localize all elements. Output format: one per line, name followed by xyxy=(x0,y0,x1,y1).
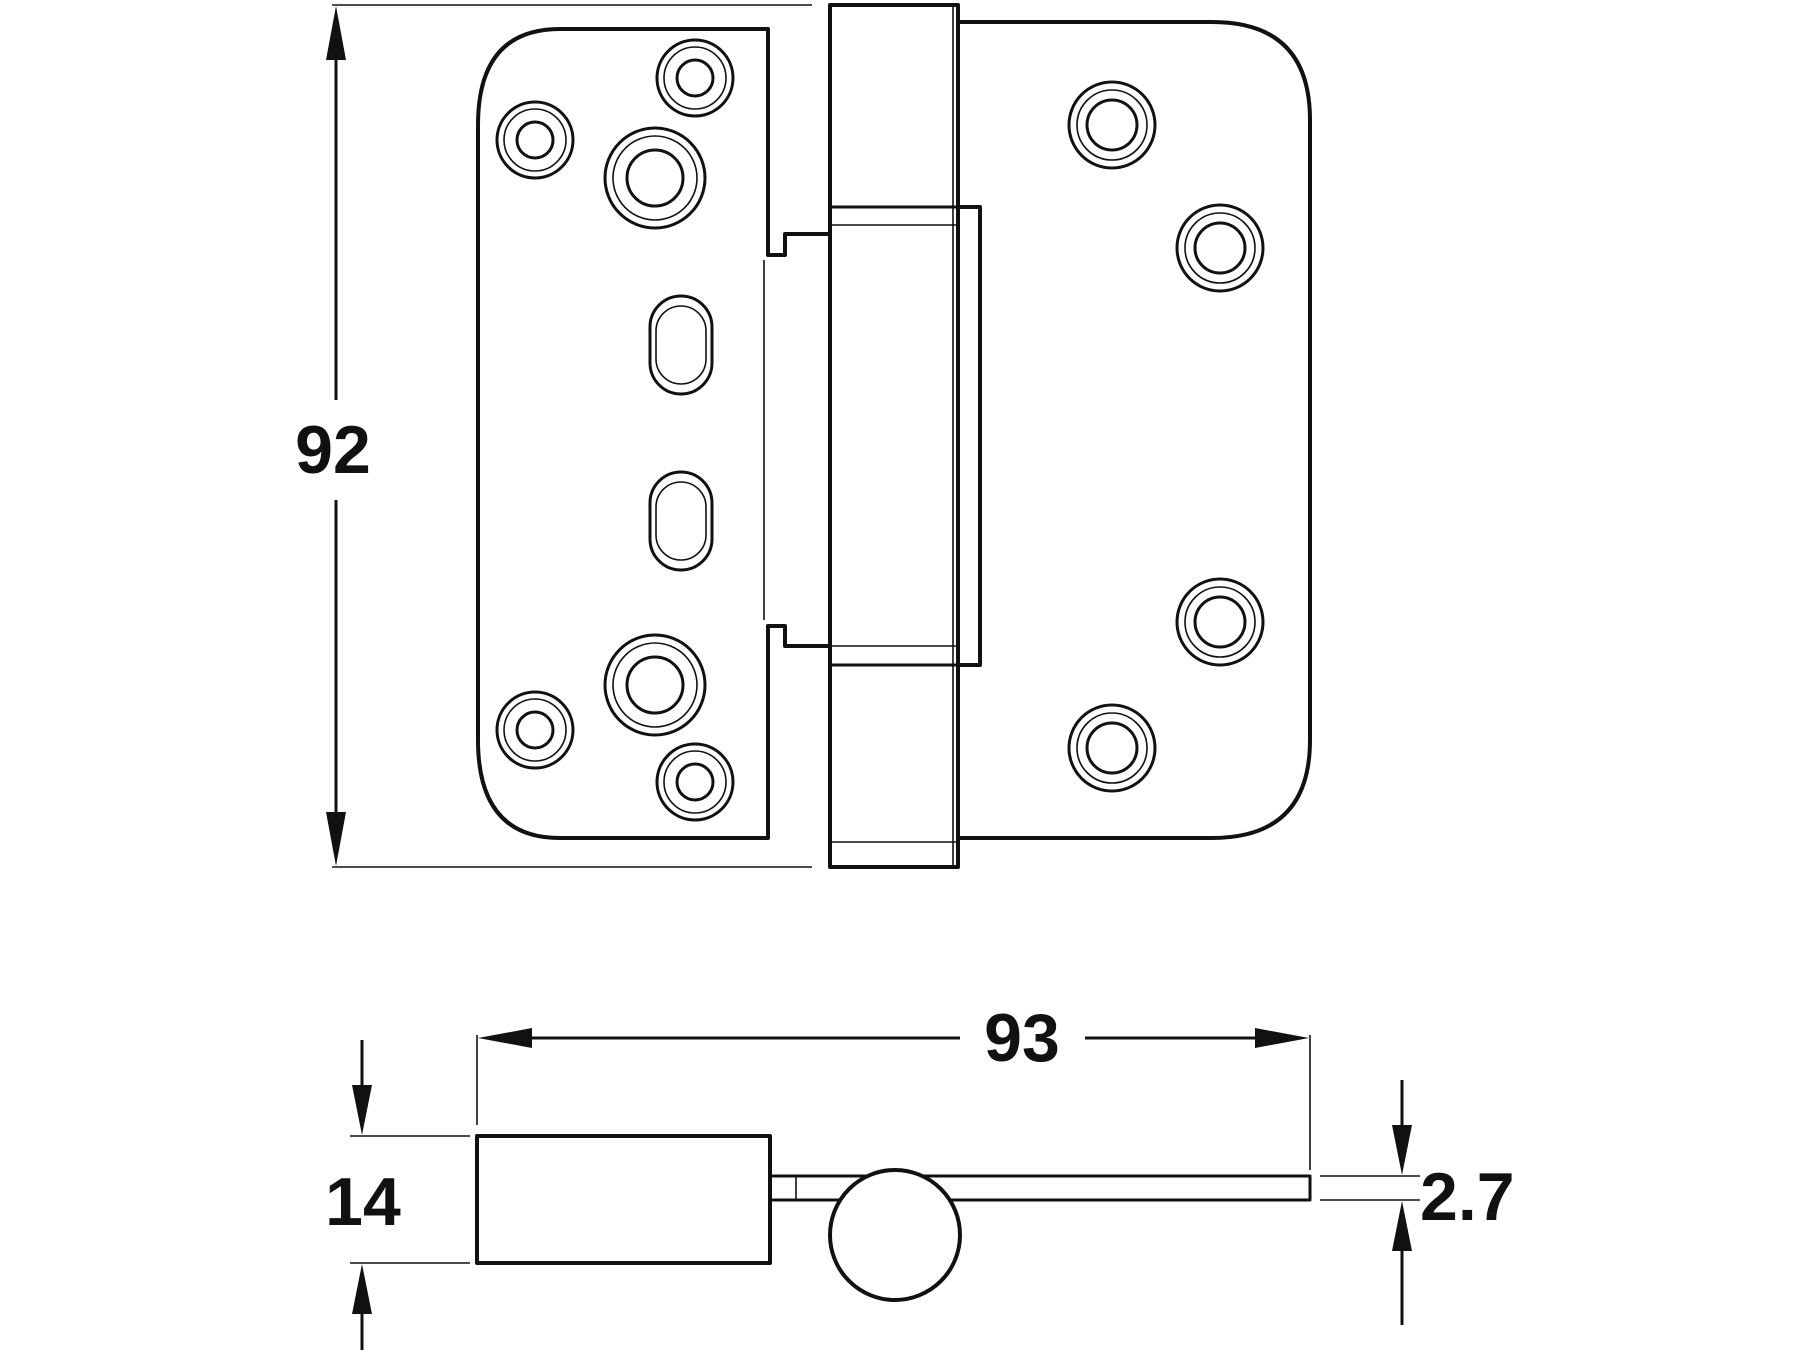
arrow-down-icon xyxy=(352,1085,372,1135)
slot-hole-icon xyxy=(648,294,714,396)
thickness-dimension-label: 2.7 xyxy=(1420,1159,1515,1235)
knuckle-tab xyxy=(956,205,982,667)
screw-hole-icon xyxy=(495,690,575,770)
left-leaf xyxy=(476,27,832,840)
screw-hole-icon xyxy=(495,100,575,180)
screw-hole-icon xyxy=(1067,80,1157,170)
knuckle-dimension-label: 14 xyxy=(325,1164,401,1240)
arrow-up-icon xyxy=(1392,1201,1412,1251)
width-dimension: 93 xyxy=(476,1000,1311,1170)
knuckle-dimension: 14 xyxy=(325,1040,470,1350)
screw-hole-icon xyxy=(655,742,735,822)
arrow-up-icon xyxy=(352,1264,372,1314)
side-knuckle xyxy=(475,1134,772,1265)
side-view xyxy=(475,1134,1312,1302)
right-leaf xyxy=(958,20,1312,840)
width-dimension-label: 93 xyxy=(984,1000,1060,1076)
side-barrel xyxy=(828,1168,962,1302)
arrow-down-icon xyxy=(326,812,346,866)
side-leaf-plate xyxy=(768,1174,1312,1202)
large-hole-icon xyxy=(603,126,707,230)
large-hole-icon xyxy=(603,633,707,737)
height-dimension-label: 92 xyxy=(295,412,371,488)
arrow-up-icon xyxy=(326,6,346,60)
screw-hole-icon xyxy=(1067,703,1157,793)
screw-hole-icon xyxy=(1175,577,1265,667)
screw-hole-icon xyxy=(1175,203,1265,293)
arrow-right-icon xyxy=(1255,1028,1309,1048)
slot-hole-icon xyxy=(648,470,714,572)
screw-hole-icon xyxy=(655,38,735,118)
knuckle-barrel xyxy=(828,3,960,869)
front-view xyxy=(476,3,1312,869)
height-dimension: 92 xyxy=(295,4,812,868)
arrow-left-icon xyxy=(478,1028,532,1048)
thickness-dimension: 2.7 xyxy=(1320,1080,1515,1325)
arrow-down-icon xyxy=(1392,1125,1412,1175)
